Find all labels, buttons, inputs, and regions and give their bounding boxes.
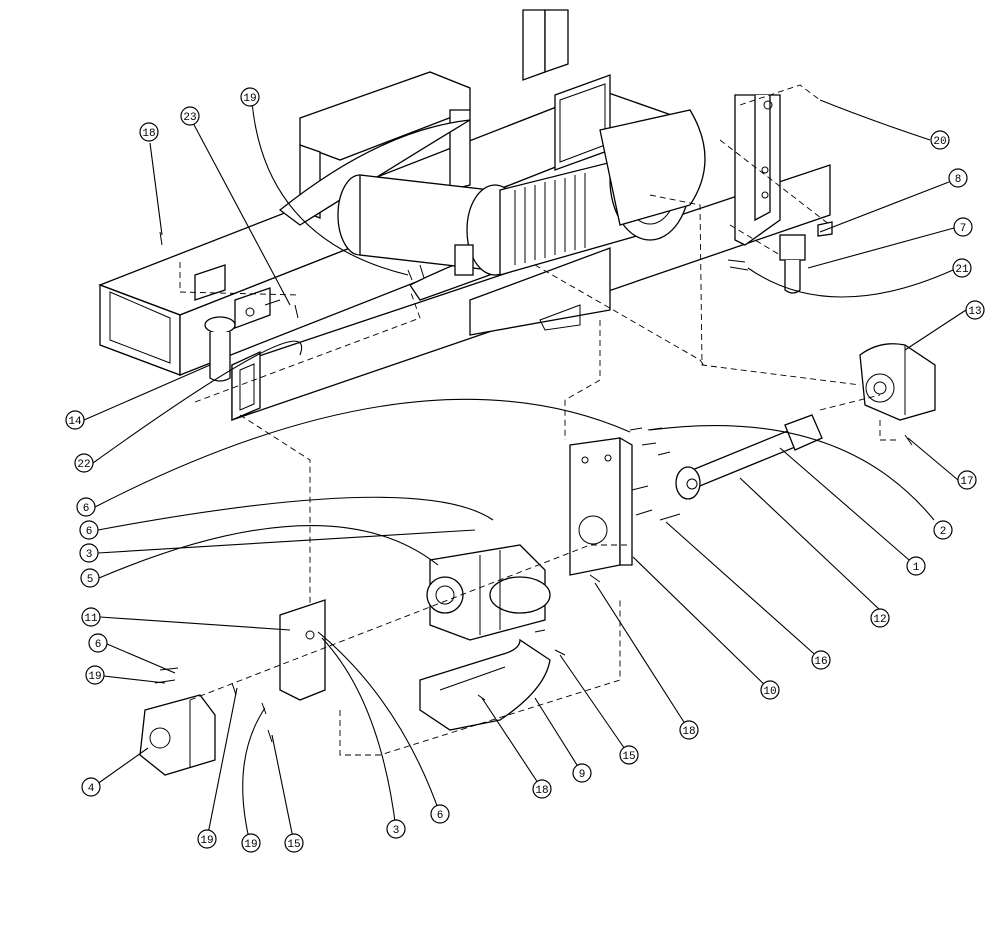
bracket-18 [194,264,226,301]
svg-text:4: 4 [88,783,95,795]
callout-12: 12 [870,608,890,628]
svg-text:20: 20 [933,136,946,148]
svg-text:12: 12 [873,614,886,626]
mounting-plate-10 [569,436,633,576]
callout-20: 20 [930,130,950,150]
callout-19: 19 [197,829,217,849]
callout-2: 2 [933,520,953,540]
svg-text:19: 19 [244,839,257,851]
svg-text:19: 19 [88,671,101,683]
callout-18: 18 [532,779,552,799]
vertical-mast [522,9,569,81]
callout-7: 7 [953,217,973,237]
pto-unit-13 [859,343,936,421]
svg-text:19: 19 [200,835,213,847]
leader-lines [83,99,967,844]
callout-6: 6 [79,520,99,540]
callout-8: 8 [948,168,968,188]
svg-text:1: 1 [913,562,920,574]
callout-5: 5 [80,568,100,588]
svg-text:7: 7 [960,223,967,235]
callout-18: 18 [139,122,159,142]
svg-text:19: 19 [243,93,256,105]
callout-23: 23 [180,106,200,126]
svg-text:6: 6 [86,526,93,538]
svg-text:18: 18 [142,128,155,140]
svg-text:6: 6 [95,639,102,651]
callout-19: 19 [240,87,260,107]
svg-text:10: 10 [763,686,776,698]
callout-3: 3 [386,819,406,839]
assembly-lines [179,84,900,756]
svg-text:17: 17 [960,476,973,488]
valve-block-23 [234,287,271,329]
callout-17: 17 [957,470,977,490]
hydraulic-pump-main [426,544,551,641]
callout-6: 6 [76,497,96,517]
callout-9: 9 [572,763,592,783]
svg-text:18: 18 [535,785,548,797]
callout-11: 11 [81,607,101,627]
svg-text:8: 8 [955,174,962,186]
fasteners [154,231,913,743]
svg-text:14: 14 [68,416,82,428]
bracket-11 [279,599,326,701]
filter-14 [204,316,236,382]
callout-1: 1 [906,556,926,576]
svg-text:16: 16 [814,656,827,668]
callout-21: 21 [952,258,972,278]
svg-text:3: 3 [393,825,400,837]
callout-18: 18 [679,720,699,740]
pump-4 [139,694,216,776]
drive-shaft-12 [675,414,823,500]
svg-text:2: 2 [940,526,947,538]
svg-text:23: 23 [183,112,196,124]
svg-text:22: 22 [77,459,90,471]
callout-6: 6 [88,633,108,653]
svg-text:15: 15 [287,839,300,851]
rear-bracket [734,94,781,246]
svg-text:9: 9 [579,769,586,781]
shield-9 [419,638,551,731]
svg-text:5: 5 [87,574,94,586]
callout-16: 16 [811,650,831,670]
winch-drum [337,109,706,276]
callout-6: 6 [430,804,450,824]
svg-text:18: 18 [682,726,695,738]
svg-text:6: 6 [437,810,444,822]
svg-text:21: 21 [955,264,969,276]
callout-3: 3 [79,543,99,563]
svg-text:11: 11 [84,613,98,625]
callout-22: 22 [74,453,94,473]
callout-10: 10 [760,680,780,700]
callout-19: 19 [85,665,105,685]
callout-4: 4 [81,777,101,797]
callout-13: 13 [965,300,985,320]
callout-15: 15 [284,833,304,853]
svg-text:6: 6 [83,503,90,515]
svg-text:3: 3 [86,549,93,561]
svg-text:13: 13 [968,306,981,318]
callout-15: 15 [619,745,639,765]
svg-text:15: 15 [622,751,635,763]
clip-8 [817,221,833,237]
callout-19: 19 [241,833,261,853]
callout-14: 14 [65,410,85,430]
filter-canister-7 [779,234,806,294]
